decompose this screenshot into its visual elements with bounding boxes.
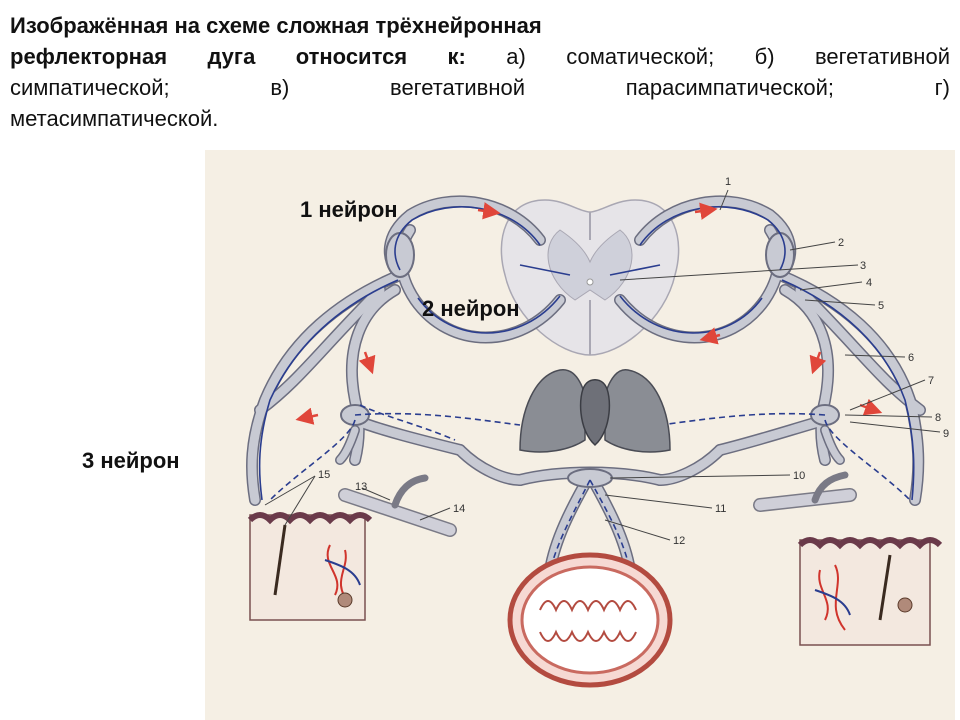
callout-neuron-2: 2 нейрон	[422, 296, 520, 321]
question-line-2-bold: рефлекторная дуга относится к:	[10, 44, 466, 69]
vessel-branches	[335, 425, 845, 465]
label-8: 8	[935, 412, 941, 424]
label-2: 2	[838, 237, 844, 249]
question-text: Изображённая на схеме сложная трёхнейрон…	[10, 10, 950, 134]
leader-lines	[264, 189, 941, 541]
number-labels: 1 2 3 4 5 6 7 8 9 10 11 12 13 14 15	[318, 176, 949, 547]
question-line-2: рефлекторная дуга относится к: а) сомати…	[10, 41, 950, 72]
intestine	[507, 552, 673, 688]
skin-left	[247, 512, 373, 621]
label-7: 7	[928, 375, 934, 387]
callout-neuron-3: 3 нейрон	[82, 448, 180, 473]
label-9: 9	[943, 428, 949, 440]
question-line-1: Изображённая на схеме сложная трёхнейрон…	[10, 13, 542, 38]
label-13: 13	[355, 481, 367, 493]
label-4: 4	[866, 277, 872, 289]
blood-vessels	[338, 471, 857, 537]
label-12: 12	[673, 535, 685, 547]
label-6: 6	[908, 352, 914, 364]
callout-neuron-1: 1 нейрон	[300, 197, 398, 222]
question-line-4: метасимпатической.	[10, 106, 219, 131]
nerve-fibers	[258, 206, 915, 501]
question-line-2-rest: а) соматической; б) вегетативной	[465, 44, 950, 69]
dashed-fibers	[269, 404, 911, 581]
label-5: 5	[878, 300, 884, 312]
label-15: 15	[318, 469, 330, 481]
label-14: 14	[453, 503, 465, 515]
direction-arrows	[295, 202, 883, 425]
label-1: 1	[725, 176, 731, 188]
label-11: 11	[715, 503, 726, 515]
label-10: 10	[793, 470, 805, 482]
skin-right	[797, 537, 943, 646]
question-line-3: симпатической; в) вегетативной парасимпа…	[10, 75, 950, 100]
label-3: 3	[860, 260, 866, 272]
lungs-heart	[519, 369, 671, 453]
